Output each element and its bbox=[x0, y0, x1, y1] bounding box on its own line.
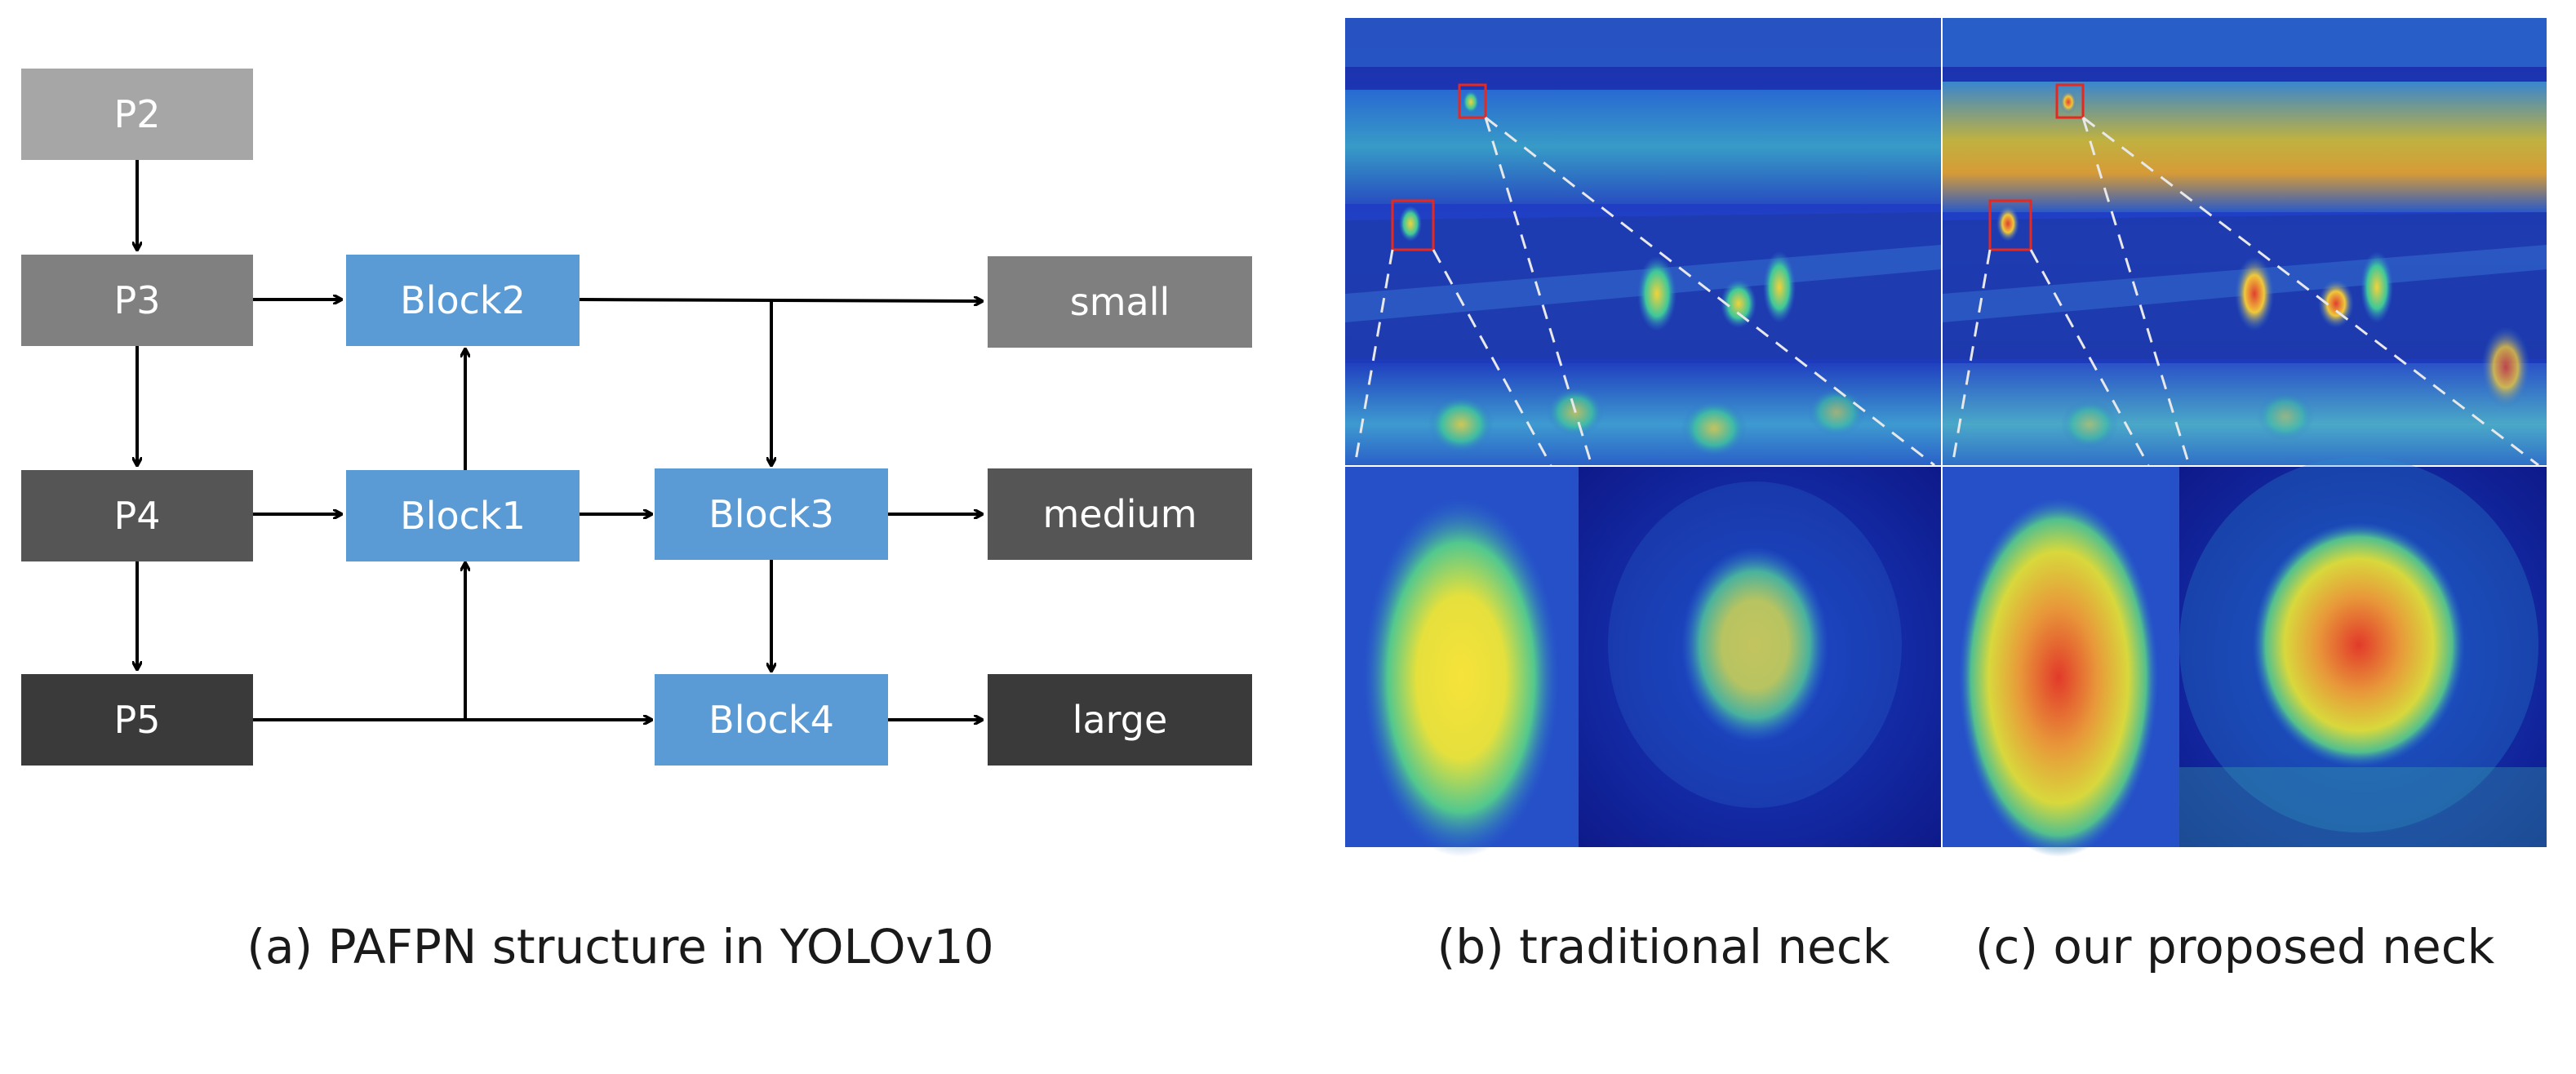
trad-player-3 bbox=[1763, 251, 1796, 323]
ours-highlight-box-2 bbox=[1988, 199, 2032, 251]
trad-small-target-2 bbox=[1399, 206, 1422, 242]
node-small: small bbox=[988, 256, 1252, 348]
trad-highlight-box-2 bbox=[1391, 199, 1435, 251]
node-small-box bbox=[988, 256, 1252, 348]
node-p5: P5 bbox=[21, 674, 253, 766]
node-medium: medium bbox=[988, 468, 1252, 560]
node-block3: Block3 bbox=[655, 468, 888, 560]
caption-c: (c) our proposed neck bbox=[1975, 919, 2495, 974]
edge-block2-small bbox=[579, 300, 982, 301]
node-block3-box bbox=[655, 468, 888, 560]
heatmap-traditional-neck bbox=[1345, 18, 1941, 857]
node-block1-label: Block1 bbox=[400, 494, 526, 538]
trad-crowd-spot-1 bbox=[1428, 396, 1494, 453]
node-p3: P3 bbox=[21, 255, 253, 346]
node-large-label: large bbox=[1073, 698, 1168, 742]
ours-zoom-right-player bbox=[2253, 522, 2465, 767]
trad-crowd-spot-3 bbox=[1681, 400, 1747, 457]
node-block3-label: Block3 bbox=[708, 492, 834, 536]
ours-crowd-spot-2 bbox=[2257, 392, 2314, 441]
trad-player-2 bbox=[1721, 279, 1757, 328]
node-large-box bbox=[988, 674, 1252, 766]
trad-crowd-spot-4 bbox=[1808, 388, 1865, 437]
node-block1-box bbox=[346, 470, 580, 561]
ours-crowd-band bbox=[1943, 363, 2547, 465]
ours-crowd-spot-1 bbox=[2061, 400, 2118, 449]
caption-a: (a) PAFPN structure in YOLOv10 bbox=[246, 919, 993, 974]
node-p2-box bbox=[21, 69, 253, 160]
captions: (a) PAFPN structure in YOLOv10 (b) tradi… bbox=[246, 919, 2494, 974]
ours-player-1 bbox=[2235, 256, 2274, 331]
node-large: large bbox=[988, 674, 1252, 766]
caption-b: (b) traditional neck bbox=[1437, 919, 1890, 974]
trad-zoom-line-4 bbox=[1485, 116, 1935, 467]
trad-zoom-left-player bbox=[1363, 498, 1559, 857]
ours-top-band bbox=[1943, 18, 2547, 67]
node-block4: Block4 bbox=[655, 674, 888, 766]
heatmap-proposed-neck bbox=[1943, 18, 2547, 857]
trad-zoom-line-1 bbox=[1353, 249, 1394, 466]
trad-zoom-line-3 bbox=[1484, 117, 1593, 466]
node-p3-box bbox=[21, 255, 253, 346]
node-p2: P2 bbox=[21, 69, 253, 160]
node-small-label: small bbox=[1070, 280, 1170, 324]
pafpn-diagram: P2 P3 P4 P5 Block2 Block1 Block3 Block bbox=[21, 69, 1252, 766]
ours-zoom-line-3 bbox=[2081, 117, 2191, 466]
ours-zoom-right-ground bbox=[2179, 767, 2547, 847]
ours-player-2 bbox=[2318, 279, 2354, 328]
node-block2: Block2 bbox=[346, 255, 580, 346]
ours-player-3 bbox=[2361, 251, 2393, 323]
trad-player-1 bbox=[1637, 256, 1677, 331]
node-medium-box bbox=[988, 468, 1252, 560]
ours-small-target-1 bbox=[2060, 91, 2076, 113]
node-p5-label: P5 bbox=[113, 698, 160, 742]
trad-zoom-right-player bbox=[1681, 547, 1828, 743]
ours-highlight-box-1 bbox=[2055, 83, 2085, 119]
ours-side-spot bbox=[2481, 326, 2530, 408]
ours-zoom-line-1 bbox=[1951, 249, 1992, 466]
node-medium-label: medium bbox=[1042, 492, 1197, 536]
trad-top-band bbox=[1345, 18, 1941, 67]
node-p5-box bbox=[21, 674, 253, 766]
node-p4-label: P4 bbox=[113, 494, 160, 538]
ours-zoom-line-2 bbox=[2029, 249, 2150, 466]
node-p2-label: P2 bbox=[113, 92, 160, 136]
node-block2-label: Block2 bbox=[400, 278, 526, 322]
node-p4: P4 bbox=[21, 470, 253, 561]
trad-zoom-line-2 bbox=[1432, 249, 1552, 466]
ours-zoom-line-4 bbox=[2082, 116, 2539, 467]
node-p3-label: P3 bbox=[113, 278, 160, 322]
trad-small-target-1 bbox=[1463, 91, 1479, 113]
ours-stands-band bbox=[1943, 82, 2547, 212]
node-block1: Block1 bbox=[346, 470, 580, 561]
trad-highlight-box-1 bbox=[1458, 83, 1487, 119]
diagram-edges bbox=[137, 160, 982, 720]
trad-zoom-right-glow bbox=[1608, 482, 1902, 808]
node-block4-label: Block4 bbox=[708, 698, 834, 742]
ours-small-target-2 bbox=[1996, 206, 2019, 242]
node-block4-box bbox=[655, 674, 888, 766]
node-block2-box bbox=[346, 255, 580, 346]
trad-stands-band bbox=[1345, 90, 1941, 204]
node-p4-box bbox=[21, 470, 253, 561]
ours-zoom-left-player bbox=[1959, 498, 2158, 857]
